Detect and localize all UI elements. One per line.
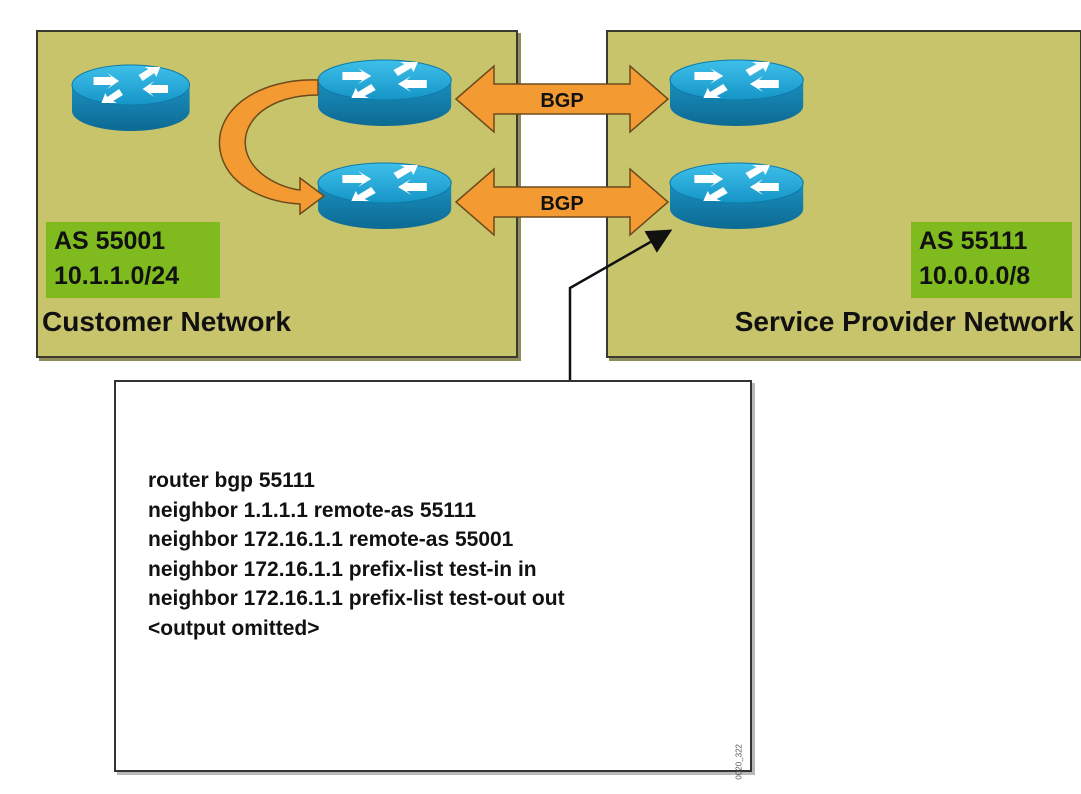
- config-pointer-arrow: [568, 229, 673, 380]
- config-line: neighbor 1.1.1.1 remote-as 55111: [148, 498, 477, 522]
- customer-prefix: 10.1.1.0/24: [54, 262, 180, 290]
- internal-redistribution-arrow: [218, 79, 326, 216]
- bgp-link-top: BGP: [454, 64, 670, 134]
- bgp-label: BGP: [540, 193, 583, 215]
- config-line: neighbor 172.16.1.1 prefix-list test-in …: [148, 557, 537, 581]
- bgp-link-bottom: BGP: [454, 167, 670, 237]
- bgp-label: BGP: [540, 90, 583, 112]
- config-line: neighbor 172.16.1.1 remote-as 55001: [148, 528, 514, 551]
- router-icon: [317, 162, 452, 230]
- router-icon: [669, 59, 804, 127]
- provider-as-number: AS 55111: [919, 227, 1028, 255]
- config-line: router bgp 55111: [148, 469, 315, 492]
- customer-network-title: Customer Network: [42, 306, 291, 337]
- config-line: neighbor 172.16.1.1 prefix-list test-out…: [148, 587, 565, 610]
- router-icon: [71, 64, 191, 132]
- config-line: <output omitted>: [148, 616, 320, 640]
- provider-as-box: AS 55111 10.0.0.0/8: [911, 222, 1072, 298]
- router-icon: [317, 59, 452, 127]
- provider-network-title: Service Provider Network: [734, 306, 1074, 337]
- customer-as-box: AS 55001 10.1.1.0/24: [46, 222, 220, 298]
- config-lines: router bgp 55111 neighbor 1.1.1.1 remote…: [148, 466, 565, 643]
- config-box: router bgp 55111 neighbor 1.1.1.1 remote…: [114, 380, 752, 780]
- router-icon: [669, 162, 804, 230]
- customer-as-number: AS 55001: [54, 227, 166, 255]
- provider-prefix: 10.0.0.0/8: [919, 262, 1031, 290]
